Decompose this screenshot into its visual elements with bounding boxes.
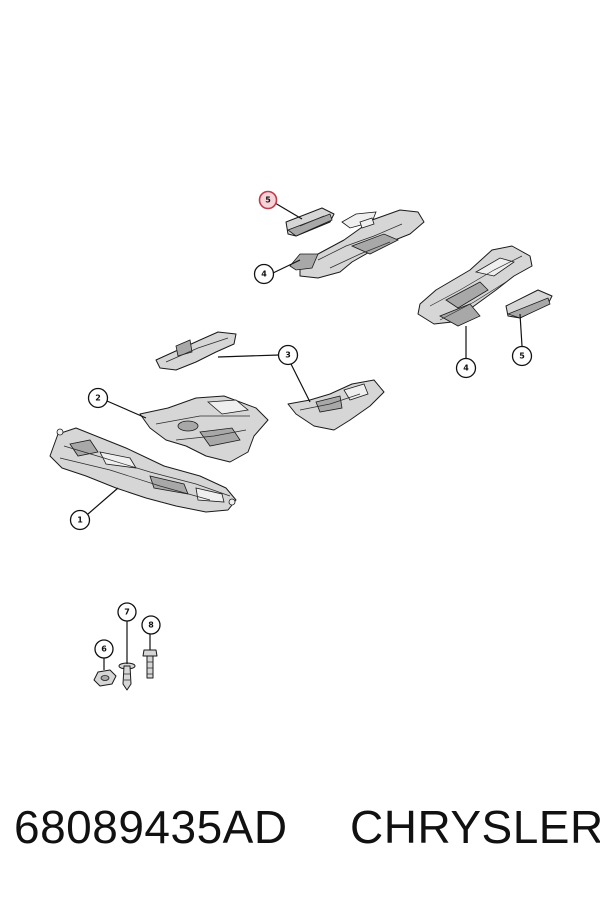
callout-2-label: 2 xyxy=(95,394,101,403)
brand-name: CHRYSLER xyxy=(350,801,600,853)
callout-3: 3 xyxy=(277,344,299,366)
callout-4-top-label: 4 xyxy=(261,270,267,279)
belly-pan-front xyxy=(49,427,237,513)
splash-shield-top-assembly xyxy=(289,209,425,279)
callout-5-right: 5 xyxy=(511,345,533,367)
callout-4-top: 4 xyxy=(253,263,275,285)
callout-5-top: 5 xyxy=(258,190,278,210)
shield-cover-right xyxy=(505,289,553,319)
part-number: 68089435AD xyxy=(14,801,288,853)
callout-3-label: 3 xyxy=(285,351,291,360)
deflector-right xyxy=(287,379,385,431)
callout-1: 1 xyxy=(69,509,91,531)
callout-7: 7 xyxy=(117,602,137,622)
splash-pan-center xyxy=(139,395,269,463)
nut-fastener xyxy=(93,669,117,687)
callout-4-right: 4 xyxy=(455,357,477,379)
callout-6-label: 6 xyxy=(101,645,107,654)
footer: 68089435AD CHRYSLER xyxy=(0,800,600,870)
deflector-left xyxy=(155,331,237,371)
callout-4-right-label: 4 xyxy=(463,364,469,373)
leader-lines xyxy=(87,202,523,670)
callout-8: 8 xyxy=(141,615,161,635)
callout-7-label: 7 xyxy=(124,608,130,617)
shield-cover-top xyxy=(285,207,335,237)
callout-5-right-label: 5 xyxy=(519,352,525,361)
splash-shield-right-assembly xyxy=(417,245,533,327)
callout-6: 6 xyxy=(94,639,114,659)
callout-2: 2 xyxy=(87,387,109,409)
bolt-fastener xyxy=(142,649,158,679)
callout-8-label: 8 xyxy=(148,621,154,630)
push-pin-fastener xyxy=(118,662,136,691)
callout-5-top-label: 5 xyxy=(265,196,271,205)
callout-1-label: 1 xyxy=(77,516,83,525)
